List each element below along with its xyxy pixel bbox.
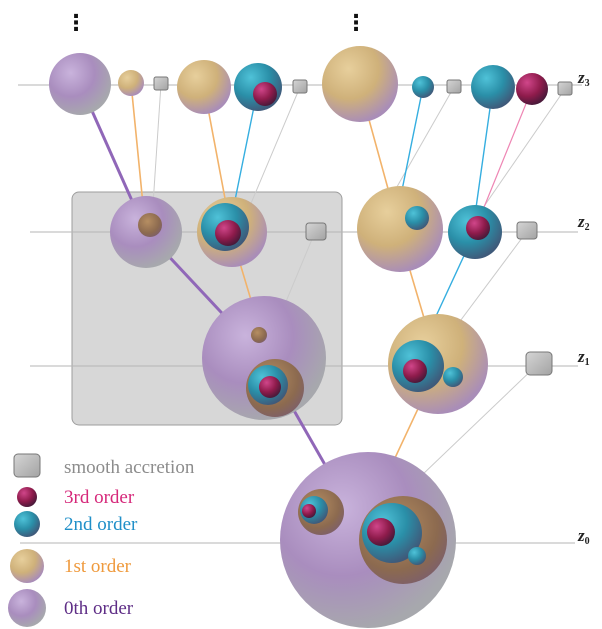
level-label-z0-symbol: z [577, 526, 585, 545]
level-z1-nodes [202, 296, 553, 420]
smooth-accretion-square [446, 79, 462, 94]
level-label-z2-subscript: 2 [585, 222, 590, 233]
second-order-subhalo [443, 367, 463, 387]
legend-first-swatch [10, 549, 44, 583]
zeroth-order-halo [49, 53, 111, 115]
first-order-halo [357, 186, 443, 272]
first-order-halo [118, 70, 144, 96]
smooth-accretion-square [305, 222, 327, 241]
level-z3-nodes [49, 46, 573, 122]
legend-first-label: 1st order [64, 556, 132, 577]
level-label-z3: z3 [577, 68, 590, 89]
legend-smooth-swatch [13, 453, 41, 478]
third-order-subhalo [302, 504, 316, 518]
legend-third-swatch [17, 487, 37, 507]
legend-second-swatch [14, 511, 40, 537]
level-label-z1-symbol: z [577, 347, 585, 366]
level-label-z0: z0 [577, 526, 590, 547]
third-order-halo [253, 82, 277, 106]
legend-third-label: 3rd order [64, 487, 135, 508]
continuation-mark-right: ⋮ [345, 11, 367, 36]
first-order-subhalo [138, 213, 162, 237]
first-order-halo [322, 46, 398, 122]
level-label-z2-symbol: z [577, 212, 585, 231]
first-order-subhalo [251, 327, 267, 343]
second-order-halo [412, 76, 434, 98]
level-label-z3-subscript: 3 [585, 78, 590, 89]
smooth-accretion-square [516, 221, 538, 240]
second-order-subhalo [405, 206, 429, 230]
level-label-z2: z2 [577, 212, 590, 233]
smooth-accretion-square [557, 81, 573, 96]
level-z0-nodes [280, 452, 456, 628]
legend-zeroth-swatch [8, 589, 46, 627]
level-label-z1-subscript: 1 [585, 357, 590, 368]
smooth-accretion-square [525, 351, 553, 376]
smooth-accretion-square [292, 79, 308, 94]
third-order-link [477, 88, 533, 223]
legend: smooth accretion 3rd order 2nd order 1st… [8, 453, 195, 627]
smooth-link [475, 88, 566, 219]
third-order-links [477, 88, 533, 223]
third-order-subhalo [367, 518, 395, 546]
smooth-link [243, 86, 301, 221]
level-z2-nodes [110, 186, 538, 272]
continuation-mark-left: ⋮ [65, 11, 87, 36]
smooth-accretion-square [153, 76, 169, 91]
level-label-z0-subscript: 0 [585, 536, 590, 547]
third-order-subhalo [403, 359, 427, 383]
second-order-subhalo [408, 547, 426, 565]
level-label-z3-symbol: z [577, 68, 585, 87]
third-order-subhalo [259, 376, 281, 398]
third-order-subhalo [215, 220, 241, 246]
legend-smooth-label: smooth accretion [64, 457, 195, 478]
second-order-link [399, 86, 424, 201]
legend-second-label: 2nd order [64, 514, 138, 535]
second-order-halo [471, 65, 515, 109]
legend-zeroth-label: 0th order [64, 598, 134, 619]
third-order-subhalo [466, 216, 490, 240]
first-order-halo [177, 60, 231, 114]
third-order-halo [516, 73, 548, 105]
level-label-z1: z1 [577, 347, 590, 368]
